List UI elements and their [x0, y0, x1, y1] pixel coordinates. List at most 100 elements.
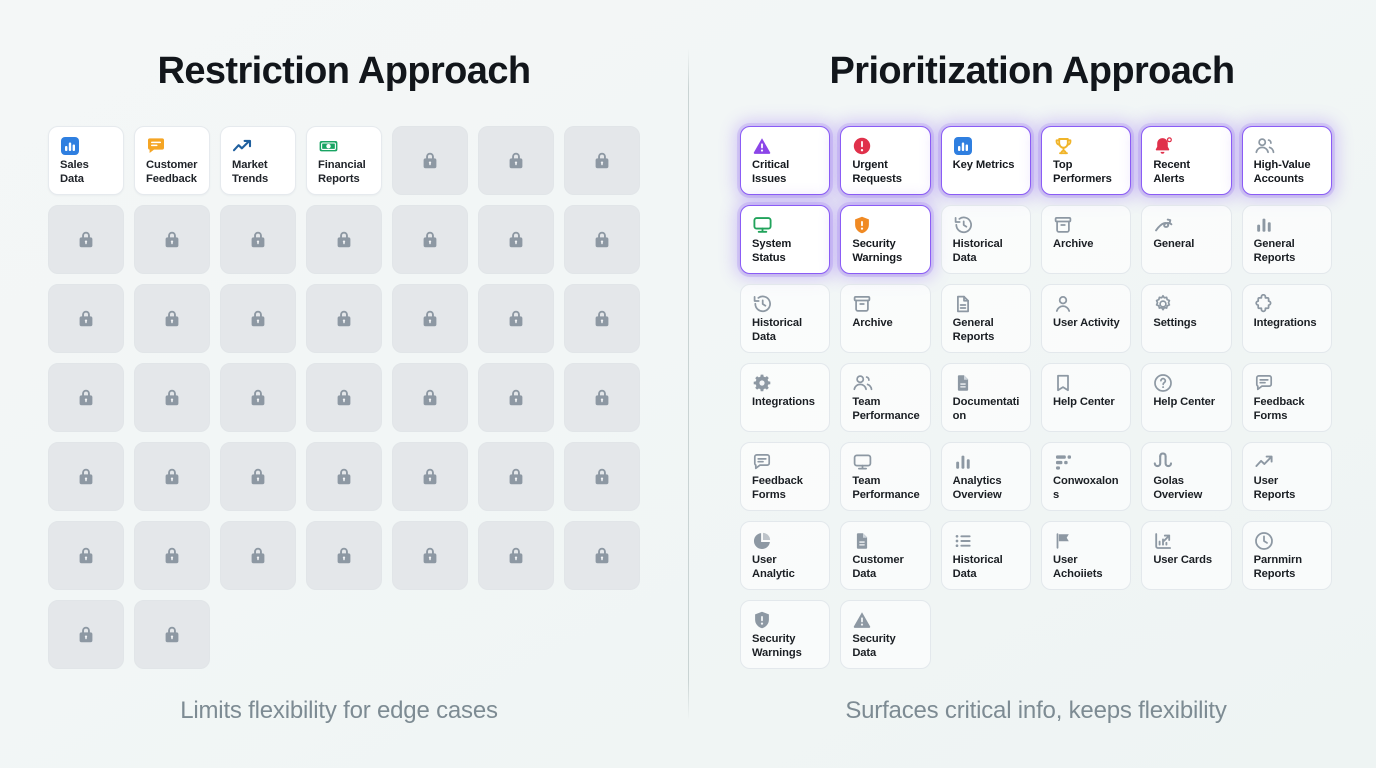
locked-card[interactable]	[392, 284, 468, 353]
feature-card-user-achoiiets[interactable]: User Achoiiets	[1041, 521, 1132, 590]
locked-card[interactable]	[220, 442, 296, 511]
trending-up-outline-icon	[1254, 452, 1276, 472]
feature-card-general-reports[interactable]: General Reports	[940, 284, 1031, 353]
feature-card-key-metrics[interactable]: Key Metrics	[940, 126, 1031, 195]
feature-card-sales-data[interactable]: Sales Data	[48, 126, 124, 195]
locked-card[interactable]	[306, 442, 382, 511]
feature-card-recent-alerts[interactable]: Recent Alerts	[1141, 126, 1232, 195]
locked-card[interactable]	[478, 442, 554, 511]
locked-card[interactable]	[306, 284, 382, 353]
feature-card-help-center[interactable]: Help Center	[1141, 363, 1232, 432]
locked-card[interactable]	[220, 284, 296, 353]
locked-card[interactable]	[478, 284, 554, 353]
locked-card[interactable]	[478, 205, 554, 274]
locked-card[interactable]	[392, 521, 468, 590]
feature-card-feedback-forms[interactable]: Feedback Forms	[1241, 363, 1332, 432]
locked-card[interactable]	[306, 205, 382, 274]
feature-card-analytics-overview[interactable]: Analytics Overview	[940, 442, 1031, 511]
feature-card-customer-feedback[interactable]: Customer Feedback	[134, 126, 210, 195]
feature-card-feedback-forms[interactable]: Feedback Forms	[740, 442, 831, 511]
lock-icon	[420, 466, 440, 488]
locked-card[interactable]	[48, 205, 124, 274]
clock-icon	[1254, 531, 1276, 551]
feature-card-security-warnings[interactable]: Security Warnings	[840, 205, 931, 274]
feature-card-documentation[interactable]: Documentation	[940, 363, 1031, 432]
lock-icon	[592, 387, 612, 409]
feature-card-top-performers[interactable]: Top Performers	[1041, 126, 1132, 195]
feature-card-golas-overview[interactable]: Golas Overview	[1141, 442, 1232, 511]
card-label: User Achoiiets	[1053, 554, 1103, 580]
locked-card[interactable]	[134, 205, 210, 274]
locked-card[interactable]	[478, 363, 554, 432]
card-label: User Cards	[1153, 554, 1213, 566]
feature-card-security-data[interactable]: Security Data	[840, 600, 931, 669]
feature-card-user-reports[interactable]: User Reports	[1241, 442, 1332, 511]
feature-card-security-warnings[interactable]: Security Warnings	[740, 600, 831, 669]
lock-icon	[248, 229, 268, 251]
locked-card[interactable]	[564, 363, 640, 432]
card-label: Security Data	[852, 633, 896, 659]
locked-card[interactable]	[48, 600, 124, 669]
locked-card[interactable]	[48, 442, 124, 511]
locked-card[interactable]	[478, 521, 554, 590]
feature-card-archive[interactable]: Archive	[1041, 205, 1132, 274]
card-label: Team Performance	[852, 475, 920, 501]
locked-card[interactable]	[564, 521, 640, 590]
locked-card[interactable]	[48, 521, 124, 590]
feature-card-integrations[interactable]: Integrations	[1241, 284, 1332, 353]
feature-card-user-cards[interactable]: User Cards	[1141, 521, 1232, 590]
locked-card[interactable]	[392, 442, 468, 511]
locked-card[interactable]	[306, 363, 382, 432]
locked-card[interactable]	[48, 284, 124, 353]
locked-card[interactable]	[478, 126, 554, 195]
feature-card-user-analytic[interactable]: User Analytic	[740, 521, 831, 590]
feature-card-urgent-requests[interactable]: Urgent Requests	[840, 126, 931, 195]
locked-card[interactable]	[134, 442, 210, 511]
feature-card-market-trends[interactable]: Market Trends	[220, 126, 296, 195]
locked-card[interactable]	[564, 284, 640, 353]
card-label: User Activity	[1053, 317, 1120, 329]
feature-card-high-value-accounts[interactable]: High-Value Accounts	[1241, 126, 1332, 195]
locked-card[interactable]	[564, 205, 640, 274]
card-label: Parnmirn Reports	[1253, 554, 1302, 580]
feature-card-team-performance[interactable]: Team Performance	[840, 363, 931, 432]
feature-card-customer-data[interactable]: Customer Data	[840, 521, 931, 590]
feature-card-integrations[interactable]: Integrations	[740, 363, 831, 432]
feature-card-financial-reports[interactable]: Financial Reports	[306, 126, 382, 195]
feature-card-user-activity[interactable]: User Activity	[1041, 284, 1132, 353]
card-label: Security Warnings	[852, 238, 903, 264]
locked-card[interactable]	[48, 363, 124, 432]
feature-card-general-reports[interactable]: General Reports	[1241, 205, 1332, 274]
locked-card[interactable]	[392, 126, 468, 195]
feature-card-parnmirn-reports[interactable]: Parnmirn Reports	[1241, 521, 1332, 590]
locked-card[interactable]	[220, 205, 296, 274]
feature-card-archive[interactable]: Archive	[840, 284, 931, 353]
feature-card-historical-data[interactable]: Historical Data	[940, 205, 1031, 274]
feature-card-critical-issues[interactable]: Critical Issues	[740, 126, 831, 195]
locked-card[interactable]	[134, 521, 210, 590]
feature-card-help-center[interactable]: Help Center	[1041, 363, 1132, 432]
feature-card-historical-data[interactable]: Historical Data	[740, 284, 831, 353]
feature-card-team-performance[interactable]: Team Performance	[840, 442, 931, 511]
locked-card[interactable]	[134, 363, 210, 432]
locked-card[interactable]	[220, 521, 296, 590]
feature-card-settings[interactable]: Settings	[1141, 284, 1232, 353]
feature-card-system-status[interactable]: System Status	[740, 205, 831, 274]
locked-card[interactable]	[306, 521, 382, 590]
pie-chart-icon	[752, 531, 774, 551]
feature-card-conwoxalons[interactable]: Conwoxalons	[1041, 442, 1132, 511]
card-label: User Reports	[1253, 475, 1296, 501]
users-icon	[1254, 136, 1276, 156]
locked-card[interactable]	[564, 442, 640, 511]
locked-card[interactable]	[134, 600, 210, 669]
locked-card[interactable]	[392, 363, 468, 432]
locked-card[interactable]	[564, 126, 640, 195]
locked-card[interactable]	[134, 284, 210, 353]
feature-card-general[interactable]: General	[1141, 205, 1232, 274]
shield-alert-solid-icon	[752, 610, 774, 630]
locked-card[interactable]	[220, 363, 296, 432]
feature-card-historical-data[interactable]: Historical Data	[940, 521, 1031, 590]
locked-card[interactable]	[392, 205, 468, 274]
